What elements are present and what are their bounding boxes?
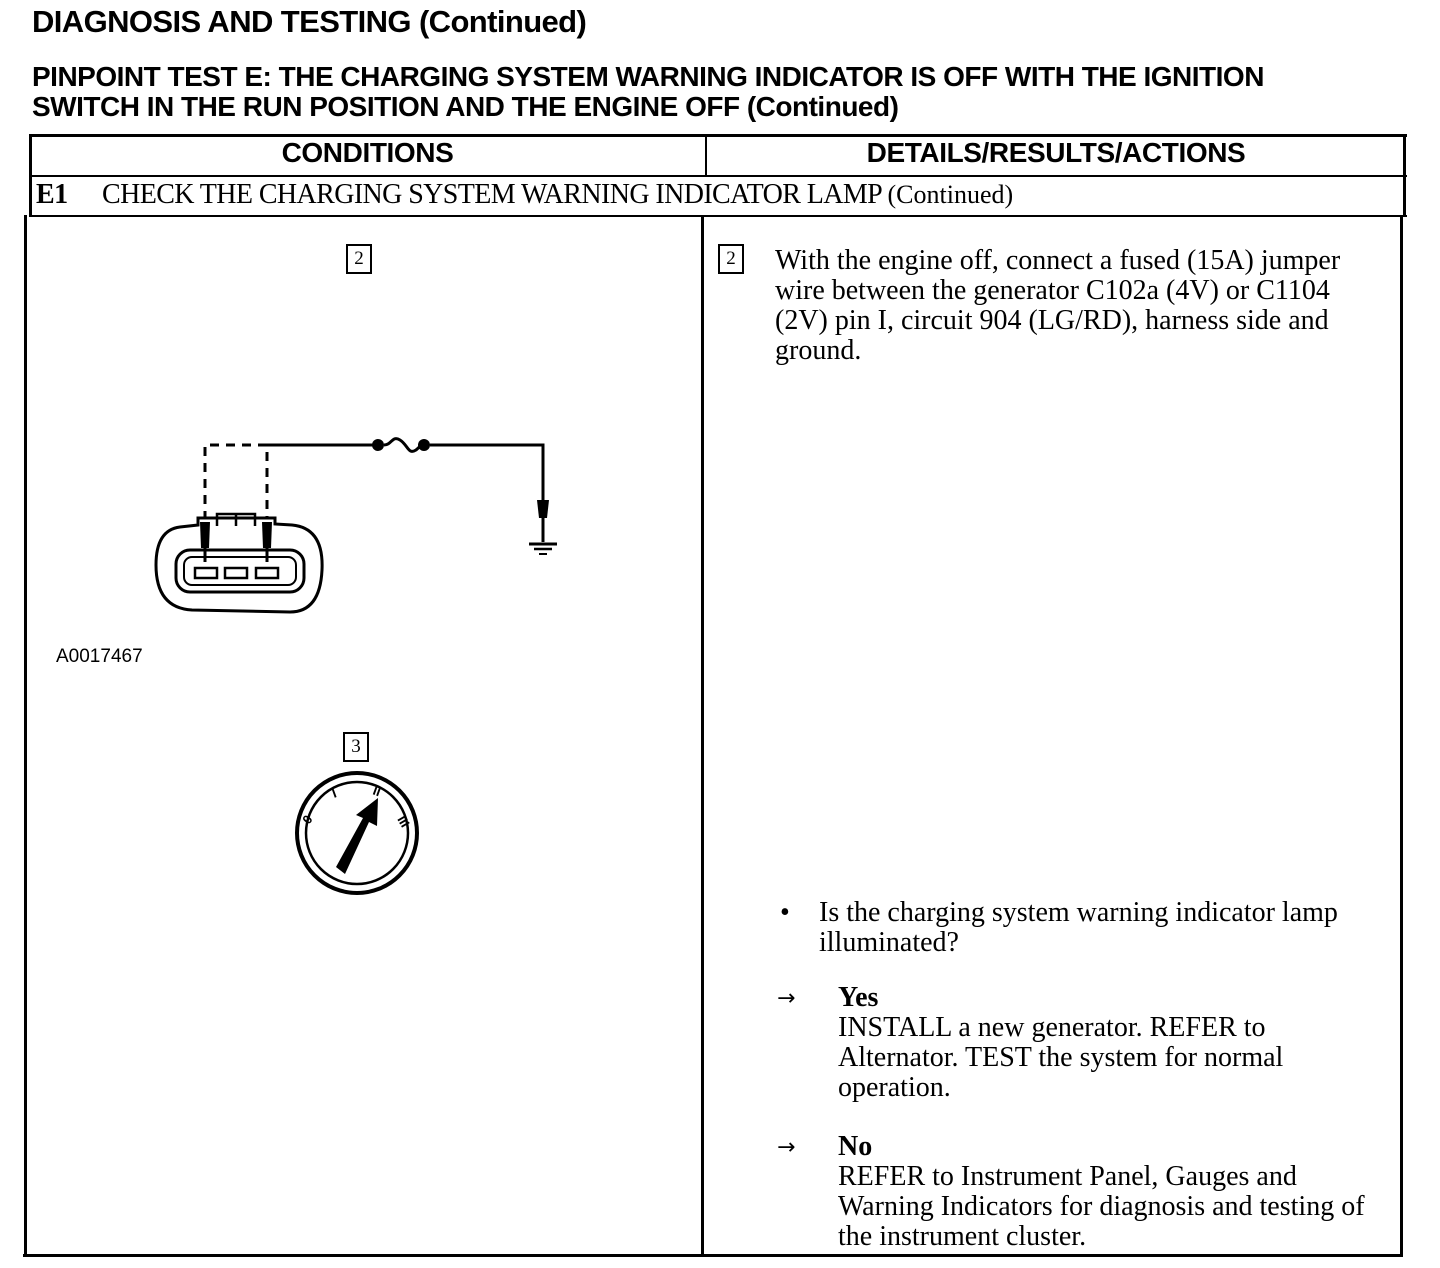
- column-divider-header: [705, 134, 707, 177]
- terminal-1: [193, 566, 219, 580]
- position-0: 0: [299, 812, 315, 827]
- yes-arrow-icon: →: [777, 986, 796, 1011]
- table-right-border: [1403, 134, 1406, 217]
- dashed-jumper-outline: [203, 443, 269, 520]
- table-right-border-lower: [1400, 215, 1403, 1257]
- no-action: REFER to Instrument Panel, Gauges and Wa…: [838, 1161, 1365, 1252]
- table-bottom-border: [23, 1254, 1403, 1257]
- key-pointer: [336, 798, 378, 874]
- table-left-border: [29, 134, 32, 217]
- step-3-box-conditions: 3: [343, 732, 369, 762]
- step-2-instruction: With the engine off, connect a fused (15…: [775, 245, 1341, 366]
- question-bullet: •: [780, 897, 790, 928]
- ignition-switch-inner-ring: [304, 780, 410, 886]
- table-step-divider: [30, 215, 1407, 217]
- generator-connector: [154, 516, 324, 614]
- probe-left: [200, 522, 210, 548]
- yes-action: INSTALL a new generator. REFER to Altern…: [838, 1012, 1284, 1103]
- step-2-box-details: 2: [718, 244, 744, 274]
- fuse-icon: [383, 437, 425, 453]
- diagnostic-question: Is the charging system warning indicator…: [819, 897, 1338, 958]
- step-title: CHECK THE CHARGING SYSTEM WARNING INDICA…: [102, 179, 882, 210]
- step-2-box-conditions: 2: [346, 244, 372, 274]
- position-II: II: [371, 783, 383, 800]
- step-continued: (Continued): [887, 180, 1014, 209]
- probe-right: [262, 522, 272, 548]
- table-header-divider: [30, 175, 1407, 177]
- terminal-2: [223, 566, 249, 580]
- ground-probe: [537, 500, 549, 518]
- no-result: No REFER to Instrument Panel, Gauges and…: [838, 1132, 1378, 1252]
- yes-result: Yes INSTALL a new generator. REFER to Al…: [838, 983, 1378, 1103]
- table-left-border-lower: [24, 215, 27, 1257]
- no-label: No: [838, 1131, 873, 1162]
- header-conditions: CONDITIONS: [281, 137, 454, 168]
- test-title-line-1: PINPOINT TEST E: THE CHARGING SYSTEM WAR…: [32, 61, 1264, 92]
- ignition-switch-diagram: 0 I II III: [295, 771, 419, 895]
- fuse-right-terminal: [418, 439, 430, 451]
- column-divider-body: [701, 215, 704, 1257]
- position-III: III: [394, 813, 412, 830]
- position-I: I: [330, 785, 339, 800]
- pinpoint-test-title: PINPOINT TEST E: THE CHARGING SYSTEM WAR…: [32, 62, 1264, 122]
- terminal-3: [254, 566, 280, 580]
- section-heading: DIAGNOSIS AND TESTING (Continued): [32, 4, 587, 39]
- figure-id: A0017467: [56, 646, 143, 667]
- test-title-line-2: SWITCH IN THE RUN POSITION AND THE ENGIN…: [32, 91, 899, 122]
- no-arrow-icon: →: [777, 1135, 796, 1160]
- step-row: E1 CHECK THE CHARGING SYSTEM WARNING INDI…: [36, 179, 1013, 211]
- ignition-switch-outer-ring: [295, 771, 419, 895]
- yes-label: Yes: [838, 982, 879, 1013]
- fuse-left-terminal: [372, 439, 384, 451]
- table-top-border: [30, 134, 1407, 137]
- step-id: E1: [36, 179, 68, 210]
- jumper-wire-diagram: [154, 437, 557, 614]
- header-details-results-actions: DETAILS/RESULTS/ACTIONS: [866, 137, 1246, 168]
